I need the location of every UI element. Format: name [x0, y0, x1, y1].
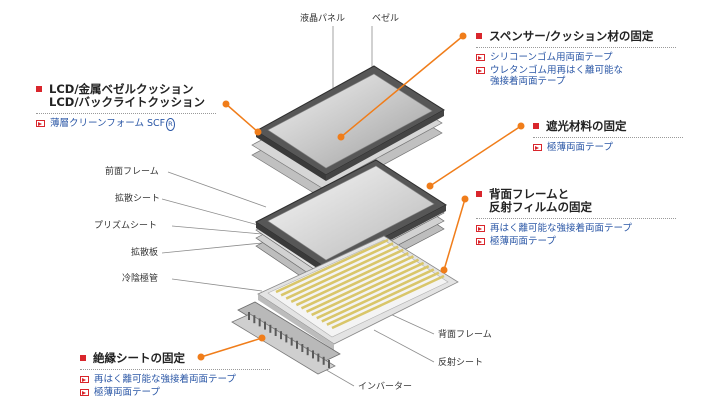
- inverter-pin: [328, 360, 330, 368]
- insulation-sheet: [231, 313, 336, 375]
- red-bullet-icon: [36, 86, 42, 92]
- link-arrow-icon: [476, 67, 485, 74]
- link-ultrathin-tape[interactable]: 極薄両面テープ: [80, 387, 270, 398]
- callout-back-frame: 背面フレームと反射フィルムの固定 再はく離可能な強接着両面テープ 極薄両面テープ: [476, 188, 676, 249]
- bezel-frame-side: [256, 131, 326, 181]
- ccfl-tube: [316, 265, 430, 320]
- label-bezel: ベゼル: [372, 14, 400, 24]
- back-frame-side: [258, 294, 334, 350]
- callout-back-frame-title-2: 反射フィルムの固定: [489, 200, 593, 214]
- label-diffuser-plate: 拡散板: [131, 248, 159, 258]
- inverter-pin: [290, 337, 293, 346]
- inverter-pin: [285, 334, 288, 343]
- callout-insulation-title: 絶縁シートの固定: [93, 351, 185, 365]
- label-inverter: インバーター: [358, 382, 413, 392]
- backlight-optical-stack: [255, 159, 447, 293]
- divider: [80, 369, 270, 370]
- callout-lcd-title-1: LCD/金属ベゼルクッション: [49, 82, 194, 96]
- ccfl-tube: [295, 251, 409, 307]
- inverter-pin: [248, 312, 250, 320]
- link-arrow-icon: [476, 238, 485, 245]
- label-back-frame: 背面フレーム: [438, 330, 492, 340]
- divider: [476, 47, 676, 48]
- inverter-pin: [280, 331, 282, 340]
- label-diffuser-sheet: 拡散シート: [115, 194, 161, 204]
- red-bullet-icon: [80, 355, 86, 361]
- inverter-pin: [317, 353, 320, 362]
- liquid-crystal-panel: [267, 73, 433, 169]
- inverter-pin: [274, 328, 277, 336]
- label-ccfl: 冷陰極管: [122, 274, 159, 284]
- divider: [36, 113, 216, 114]
- label-reflector-sheet: 反射シート: [438, 358, 484, 368]
- inverter-pin: [301, 344, 304, 352]
- callout-light-shield-title: 遮光材料の固定: [546, 119, 627, 133]
- ccfl-tube: [285, 245, 399, 300]
- link-arrow-icon: [80, 389, 89, 396]
- inverter-pin: [322, 356, 325, 365]
- inverter-pin: [269, 324, 272, 333]
- inverter-pin: [253, 315, 256, 324]
- callout-spacer-title: スペンサー/クッション材の固定: [489, 29, 654, 43]
- lcd-layer-stack: [251, 65, 445, 199]
- divider: [476, 218, 676, 219]
- red-bullet-icon: [533, 123, 539, 129]
- link-removable-tape[interactable]: 再はく離可能な強接着両面テープ: [80, 374, 270, 385]
- inverter-pin: [258, 318, 261, 327]
- link-arrow-icon: [476, 54, 485, 61]
- link-arrow-icon: [36, 120, 45, 127]
- inverter-pin: [312, 350, 314, 359]
- ccfl-lamps: [275, 238, 445, 330]
- registered-mark: R: [166, 118, 175, 131]
- red-bullet-icon: [476, 191, 482, 197]
- callout-insulation: 絶縁シートの固定 再はく離可能な強接着両面テープ 極薄両面テープ: [80, 352, 270, 400]
- bezel-frame-side-right: [326, 110, 444, 181]
- link-ultrathin-tape[interactable]: 極薄両面テープ: [533, 142, 683, 153]
- ccfl-tube: [311, 261, 425, 317]
- callout-back-frame-title-1: 背面フレームと: [489, 187, 570, 201]
- ccfl-tube: [280, 242, 394, 297]
- ccfl-tube: [305, 258, 420, 313]
- link-arrow-icon: [533, 144, 542, 151]
- ccfl-tube: [326, 271, 440, 326]
- link-arrow-icon: [80, 376, 89, 383]
- ccfl-tube: [321, 268, 435, 323]
- link-silicone-tape[interactable]: シリコーンゴム用両面テープ: [476, 52, 676, 63]
- back-assembly: [231, 235, 459, 375]
- callout-lcd-title-2: LCD/バックライトクッション: [49, 95, 206, 109]
- link-arrow-icon: [476, 225, 485, 232]
- label-prism-sheet: プリズムシート: [94, 221, 158, 231]
- inverter-pin: [296, 340, 298, 349]
- front-frame-window: [267, 165, 435, 261]
- callout-light-shield: 遮光材料の固定 極薄両面テープ: [533, 120, 683, 155]
- ccfl-tube: [300, 255, 415, 310]
- callout-leaders: [197, 32, 525, 361]
- front-frame-side: [256, 222, 326, 274]
- ccfl-tube: [275, 238, 389, 294]
- link-removable-tape[interactable]: 再はく離可能な強接着両面テープ: [476, 223, 676, 234]
- inverter-pins: [248, 312, 330, 368]
- inverter-pin: [264, 321, 266, 330]
- label-liquid-panel: 液晶パネル: [300, 14, 346, 24]
- link-urethane-tape[interactable]: ウレタンゴム用再はく離可能な強接着両面テープ: [476, 65, 676, 87]
- inverter-pin: [306, 347, 309, 356]
- label-front-frame: 前面フレーム: [105, 167, 159, 177]
- ccfl-tube: [331, 274, 445, 330]
- divider: [533, 137, 683, 138]
- red-bullet-icon: [476, 33, 482, 39]
- ccfl-tube: [290, 248, 404, 303]
- callout-spacer: スペンサー/クッション材の固定 シリコーンゴム用両面テープ ウレタンゴム用再はく…: [476, 30, 676, 89]
- link-ultrathin-tape[interactable]: 極薄両面テープ: [476, 236, 676, 247]
